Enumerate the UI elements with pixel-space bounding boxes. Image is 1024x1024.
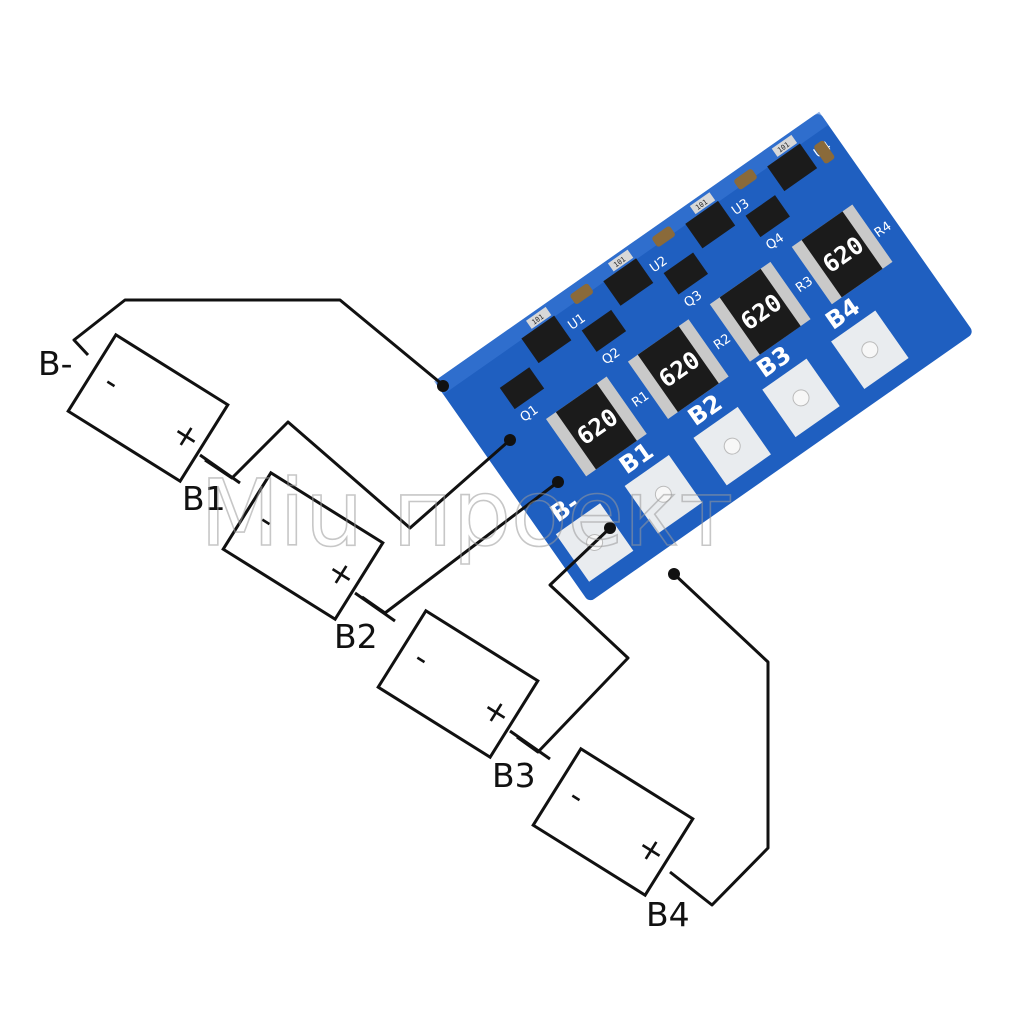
small-resistor-r8 bbox=[771, 134, 798, 157]
pad-hole bbox=[654, 485, 672, 503]
label-b1: B1 bbox=[182, 479, 226, 518]
label-b2: B2 bbox=[334, 617, 378, 656]
pad-hole bbox=[723, 437, 741, 455]
small-resistor-r6 bbox=[607, 249, 634, 272]
capacitors bbox=[570, 140, 835, 304]
label-b-minus: B- bbox=[38, 344, 73, 383]
capacitor-c3 bbox=[734, 169, 757, 190]
resistor-r3: 620 R3 bbox=[709, 261, 816, 362]
wire-dot-b1 bbox=[504, 434, 516, 446]
series-link-3-4 bbox=[509, 729, 551, 761]
small-resistors: 101 101 101 101 bbox=[525, 134, 798, 329]
wires bbox=[72, 298, 770, 907]
battery-cell-3: - + bbox=[376, 608, 540, 760]
pad-hole bbox=[792, 389, 810, 407]
capacitor-c4 bbox=[814, 140, 835, 164]
wire-b-minus bbox=[72, 298, 444, 387]
series-link-1-2 bbox=[199, 453, 241, 485]
capacitor-c1 bbox=[570, 283, 593, 304]
pad-hole bbox=[861, 341, 879, 359]
wire-end-dots bbox=[437, 380, 680, 580]
battery-cell-4: - + bbox=[531, 746, 695, 898]
label-b3: B3 bbox=[492, 756, 536, 795]
balancer-board: B- B1 B2 B3 B4 620 R1 620 R2 620 R3 620 bbox=[434, 111, 972, 601]
series-link-2-3 bbox=[354, 591, 396, 623]
wire-dot-b-minus bbox=[437, 380, 449, 392]
capacitor-c2 bbox=[652, 226, 675, 247]
resistor-r2: 620 R2 bbox=[627, 319, 734, 419]
battery-cell-2: - + bbox=[221, 470, 385, 622]
resistor-r1: 620 R1 bbox=[545, 376, 652, 477]
wire-dot-b3 bbox=[604, 522, 616, 534]
battery-cell-1: - + bbox=[66, 332, 230, 484]
wire-b4 bbox=[669, 572, 770, 907]
small-resistor-r7 bbox=[689, 192, 716, 215]
small-resistor-r5 bbox=[525, 306, 552, 329]
watermark-text: Miu проект bbox=[200, 460, 733, 567]
label-b4: B4 bbox=[646, 895, 690, 934]
wire-dot-b4 bbox=[668, 568, 680, 580]
resistor-r4: 620 R4 bbox=[791, 204, 895, 305]
wire-dot-b2 bbox=[552, 476, 564, 488]
